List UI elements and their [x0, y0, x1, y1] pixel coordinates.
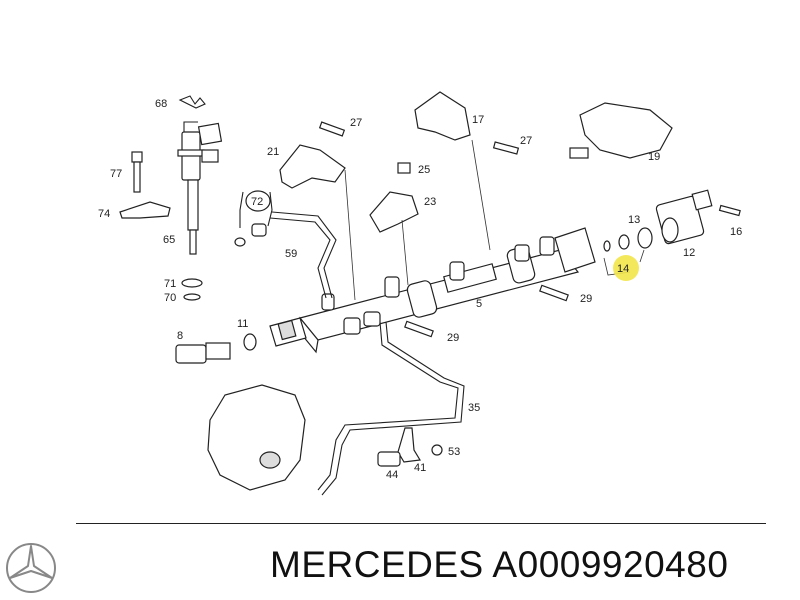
- parts-diagram: 68 77 74 65 71 70 72 59 21 27 25 23 17 2…: [98, 91, 742, 496]
- clip-41: [397, 427, 421, 463]
- bolt-27a: [318, 121, 346, 137]
- bolt-16: [718, 204, 741, 217]
- label-12: 12: [683, 247, 695, 259]
- label-21: 21: [267, 146, 279, 158]
- label-77: 77: [110, 168, 122, 180]
- highlight-marker: [613, 255, 639, 281]
- part-number-title: MERCEDES A0009920480: [270, 544, 729, 585]
- label-27b: 27: [520, 135, 532, 147]
- bolt-29a: [539, 284, 569, 302]
- label-ring-72: [245, 190, 271, 212]
- clamp-74: [119, 201, 171, 219]
- label-72: 72: [251, 196, 263, 208]
- bracket-21: [279, 144, 346, 189]
- pipe-35: [317, 321, 465, 496]
- mercedes-star-icon: [6, 543, 56, 593]
- label-5: 5: [476, 298, 482, 310]
- pressure-regulator-12: [655, 189, 713, 245]
- bolt-25: [397, 162, 411, 174]
- sensor-8: [175, 342, 231, 364]
- bracket-19: [579, 102, 673, 159]
- bolt-77: [131, 151, 143, 193]
- label-27a: 27: [350, 117, 362, 129]
- nut-53: [431, 444, 443, 456]
- seal-ring-14: [618, 234, 630, 250]
- label-17: 17: [472, 114, 484, 126]
- label-29b: 29: [447, 332, 459, 344]
- label-44: 44: [386, 469, 398, 481]
- label-35: 35: [468, 402, 480, 414]
- divider: [76, 523, 766, 524]
- bracket-17: [414, 91, 471, 141]
- label-23: 23: [424, 196, 436, 208]
- label-74: 74: [98, 208, 110, 220]
- seal-ring-small: [603, 240, 611, 252]
- label-65: 65: [163, 234, 175, 246]
- bolt-29b: [404, 320, 434, 338]
- fuel-rail: [297, 227, 596, 354]
- bracket-23: [369, 191, 419, 233]
- label-59: 59: [285, 248, 297, 260]
- washer-71: [181, 278, 203, 288]
- label-71: 71: [164, 278, 176, 290]
- label-8: 8: [177, 330, 183, 342]
- label-19: 19: [648, 151, 660, 163]
- clip-68: [178, 95, 206, 109]
- label-41: 41: [414, 462, 426, 474]
- washer-70: [183, 293, 201, 301]
- label-25: 25: [418, 164, 430, 176]
- rail-pressure-sensor: [269, 317, 307, 347]
- clip-44: [377, 451, 401, 467]
- high-pressure-pump: [207, 384, 306, 491]
- bolt-27b: [492, 141, 520, 155]
- pipe-59: [269, 211, 337, 299]
- label-14: 14: [617, 263, 629, 275]
- label-13: 13: [628, 214, 640, 226]
- seal-ring-13: [637, 227, 653, 249]
- label-53: 53: [448, 446, 460, 458]
- label-11: 11: [237, 318, 248, 330]
- label-16: 16: [730, 226, 742, 238]
- washer-11: [243, 333, 257, 351]
- label-68: 68: [155, 98, 167, 110]
- label-29a: 29: [580, 293, 592, 305]
- injector: [177, 121, 223, 255]
- label-70: 70: [164, 292, 176, 304]
- fitting-72: [234, 191, 273, 247]
